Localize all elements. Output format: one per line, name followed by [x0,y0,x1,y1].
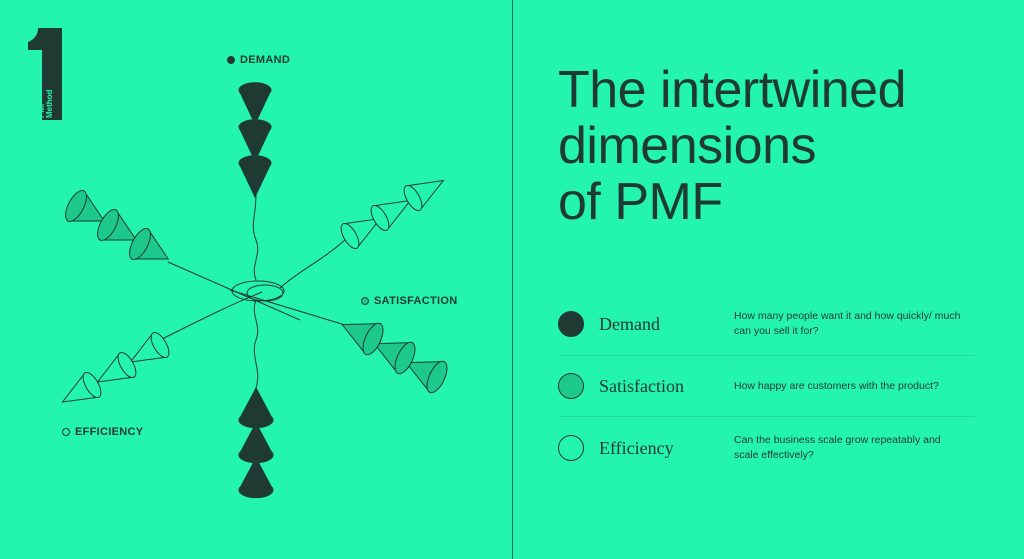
demand-cone [238,421,274,464]
dimension-row-satisfaction: Satisfaction How happy are customers wit… [558,355,976,417]
row-divider [560,416,975,417]
demand-axis-label: DEMAND [227,54,290,66]
demand-cone [238,386,274,429]
title-line: The intertwined [558,61,907,119]
dimension-name: Efficiency [599,437,674,458]
efficiency-axis-label: EFFICIENCY [62,426,143,438]
page-title: The intertwined dimensions of PMF [558,61,907,231]
efficiency-thread-left [149,291,263,346]
efficiency-dot-icon [62,428,70,436]
satisfaction-cone [97,209,138,241]
efficiency-cone [129,331,170,363]
demand-dot-icon [227,56,235,64]
row-divider [560,355,975,356]
dimension-row-efficiency: Efficiency Can the business scale grow r… [558,417,976,479]
satisfaction-cone [65,190,106,222]
logo-numeral-one [28,28,62,120]
satisfaction-axis-label: SATISFACTION [361,295,457,307]
efficiency-cone [61,371,102,403]
efficiency-thread-bottom [253,299,259,389]
demand-thread [252,194,259,281]
demand-label-text: DEMAND [240,54,291,66]
demand-cone [238,119,272,163]
satisfaction-thread-right [229,289,346,326]
demand-cone [238,155,272,199]
satisfaction-dot-icon [361,297,369,305]
satisfaction-label-text: SATISFACTION [374,295,458,307]
dimension-name: Demand [599,313,660,334]
pmf-dimensions-diagram [61,82,448,499]
satisfaction-cone [405,360,448,394]
efficiency-thread-right [279,239,346,289]
satisfaction-cone [129,228,170,260]
dimension-name: Satisfaction [599,375,684,396]
vertical-divider [512,0,513,559]
efficiency-cone [403,179,445,212]
dimension-description: Can the business scale grow repeatably a… [734,434,941,461]
satisfaction-cone [341,322,384,356]
demand-circle-icon [558,311,584,337]
demand-cone [238,82,272,126]
efficiency-label-text: EFFICIENCY [75,426,144,438]
title-line: dimensions [558,117,817,175]
dimension-description: How many people want it and how quickly/… [734,310,961,337]
title-line: of PMF [558,173,723,231]
efficiency-circle-icon [558,435,584,461]
efficiency-cone [370,199,412,232]
satisfaction-cone [373,341,416,375]
demand-cone [238,456,274,499]
efficiency-cone [340,217,382,250]
satisfaction-circle-icon [558,373,584,399]
efficiency-cone [96,351,137,383]
dimension-row-demand: Demand How many people want it and how q… [558,293,976,355]
dimension-description: How happy are customers with the product… [734,379,939,392]
